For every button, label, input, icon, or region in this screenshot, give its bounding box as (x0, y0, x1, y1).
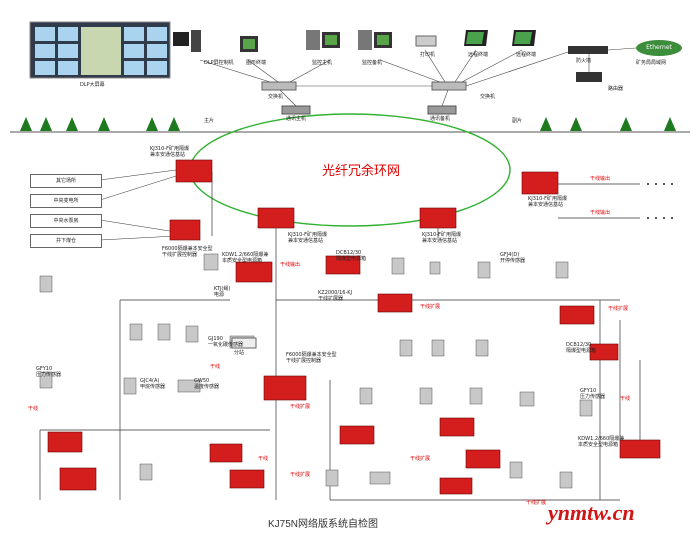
dlp-label: DLP大屏幕 (80, 82, 105, 88)
comm-backup-label: 通讯备机 (430, 116, 451, 122)
field-equipment (47, 219, 661, 495)
drawing-terminal-label: 图形终端 (246, 60, 267, 66)
side-box-pump: 中央水泵房 (30, 214, 102, 228)
line-extend-2: 干线扩展 (608, 306, 629, 312)
dots (647, 183, 673, 219)
line-extend-1: 干线扩展 (420, 304, 441, 310)
printer-label: 打印机 (420, 52, 436, 58)
sub-f6000-top: F6000隔爆兼本安全型 干线扩展控制器 (162, 246, 213, 258)
gfy-right: GFY10 压力传感器 (580, 388, 606, 400)
dcb-right: DCB12/30 隔爆型电源箱 (566, 342, 597, 354)
ring-title: 光纤冗余环网 (322, 164, 401, 179)
line-extend-5: 干线扩展 (290, 472, 311, 478)
ring-sub-tr: KJ310-F矿用隔爆 兼本安通信基站 (528, 196, 567, 208)
line-sub-label: 副片 (512, 118, 523, 124)
trees (20, 117, 676, 131)
ktj-rope: KTJ(绳) 电源 (214, 286, 231, 298)
side-box-other: 其它场所 (30, 174, 102, 188)
mon-host-2-label: 监控备机 (362, 60, 383, 66)
remote-2-label: 远程终端 (516, 52, 537, 58)
dcb-top: DCB12/30 隔爆型电源箱 (336, 250, 367, 262)
hub-label: 分站 (234, 350, 245, 356)
remote-1-label: 远程终端 (468, 52, 489, 58)
comm-main-box (281, 105, 311, 115)
line-1: 干线 (210, 364, 221, 370)
gjc4-left: GJC4(A) 甲烷传感器 (140, 378, 166, 390)
hub-box (231, 337, 257, 349)
line-2: 干线 (28, 406, 39, 412)
sensors (39, 253, 593, 489)
dlp-ctrl-label: DLP屏控制机 (204, 60, 234, 66)
side-box-bunker: 井下煤仓 (30, 234, 102, 248)
top-computers (173, 30, 608, 82)
gj-flow: GFJ4(D) 开停传感器 (500, 252, 526, 264)
co-sensor: GJ190 一氧化碳传感器 (208, 336, 244, 348)
dlp-panels (35, 27, 167, 75)
main-out-3: 干线输出 (280, 262, 301, 268)
side-links (99, 169, 177, 241)
switch-left-label: 交换机 (268, 94, 284, 100)
comm-main-label: 通讯主机 (286, 116, 307, 122)
firewall-label: 防火墙 (576, 58, 592, 64)
main-out-2: 干线输出 (590, 210, 611, 216)
line-3: 干线 (258, 456, 269, 462)
switch-right (431, 81, 467, 91)
kdw-top: KDW1.2/660隔爆兼 本质安全型电源箱 (222, 252, 269, 264)
line-extend-4: 干线扩展 (410, 456, 431, 462)
kz2000-top: KZ2000/16-KJ 干线扩展器 (318, 290, 353, 302)
line-4: 干线 (620, 396, 631, 402)
comm-backup-box (427, 105, 457, 115)
switch-left (261, 81, 297, 91)
ethernet-cloud: Ethernet (636, 40, 682, 56)
ring-sub-ml: KJ310-F矿用隔爆 兼本安通信基站 (288, 232, 327, 244)
diagram-caption: KJ75N网络版系统自检图 (268, 519, 379, 530)
ring-sub-mr: KJ310-F矿用隔爆 兼本安通信基站 (422, 232, 461, 244)
watermark: ynmtw.cn (548, 500, 635, 525)
main-out-1: 干线输出 (590, 176, 611, 182)
kdw-right: KDW1.2/660隔爆兼 本质安全型电源箱 (578, 436, 625, 448)
mine-office-label: 矿务局局域网 (636, 60, 667, 66)
line-extend-3: 干线扩展 (290, 404, 311, 410)
line-main-label: 主片 (204, 118, 215, 124)
ring-sub-tl: KJ310-F矿用隔爆 兼本安通信基站 (150, 146, 189, 158)
mon-host-1-label: 监控主机 (312, 60, 333, 66)
ring-substations (175, 159, 559, 229)
switch-right-label: 交换机 (480, 94, 496, 100)
line-extend-6: 干线扩展 (526, 500, 547, 506)
router-label: 路由器 (608, 86, 624, 92)
side-box-substation: 中央变电所 (30, 194, 102, 208)
top-links (199, 47, 637, 107)
f6000-mid: F6000隔爆兼本安全型 干线扩展控制器 (286, 352, 337, 364)
temp-sensor: GW50 温度传感器 (194, 378, 220, 390)
gfy-left: GFY10 压力传感器 (36, 366, 62, 378)
